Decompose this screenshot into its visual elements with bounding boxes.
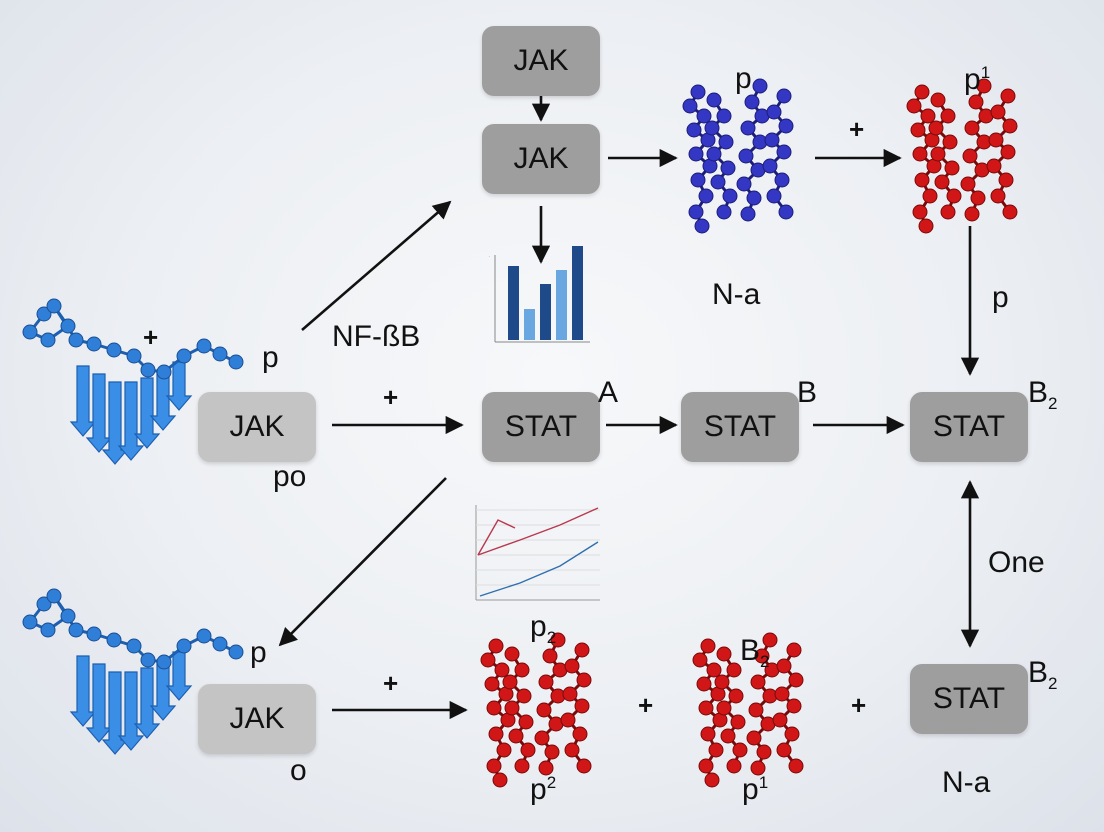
label-p-left-top: p [262, 341, 279, 374]
label-p1-red-top: p1 [964, 63, 991, 96]
jak-node-left: JAK [198, 392, 316, 462]
plus-sign: + [851, 690, 867, 720]
red-stat-dimer-bottom-left [480, 632, 592, 788]
red-stat-dimer-bottom-right [692, 632, 804, 788]
plus-sign: + [143, 322, 159, 352]
arrow-stat-down-left [278, 477, 447, 647]
jak-node-top: JAK [482, 26, 600, 96]
label-n-a-bottom: N-a [942, 766, 991, 799]
blue-protein-top [22, 298, 244, 465]
label-p2-bottom: p2 [530, 773, 557, 806]
label-nf-kb: NF-ßB [332, 320, 421, 353]
label-b2-mid: B2 [740, 634, 770, 671]
arrow-nf-kb-diagonal [301, 200, 452, 331]
plus-sign: + [383, 668, 399, 698]
label-p2-chart: p2 [530, 610, 557, 647]
jak-node-mid: JAK [482, 124, 600, 194]
blue-protein-bottom [22, 588, 244, 755]
label-b: B [797, 376, 818, 409]
label-o: o [290, 754, 307, 787]
plus-sign: + [383, 382, 399, 412]
label-b2-bottom-right: B2 [1028, 656, 1058, 693]
label-p1-bottom: p1 [742, 773, 769, 806]
label-p-blue: p [735, 62, 752, 95]
jak-node-bottom: JAK [198, 684, 316, 754]
stat-node-a: STAT [482, 392, 600, 462]
plus-sign: + [849, 114, 865, 144]
stat-node-b2-bottom: STAT [910, 664, 1028, 734]
label-p-left-bottom: p [250, 636, 267, 669]
bar-chart-icon: · [488, 246, 590, 343]
red-stat-dimer-top [906, 78, 1018, 234]
svg-text:·: · [488, 254, 490, 260]
label-a: A [598, 376, 619, 409]
label-b2-right: B2 [1028, 376, 1058, 413]
label-po: po [273, 460, 307, 493]
stat-node-b2-right: STAT [910, 392, 1028, 462]
plus-sign: + [638, 690, 654, 720]
label-p-right: p [992, 281, 1009, 314]
label-n-a-top: N-a [712, 278, 761, 311]
line-chart-icon [475, 505, 600, 601]
label-one: One [988, 546, 1045, 579]
stat-node-b: STAT [681, 392, 799, 462]
blue-stat-dimer [682, 78, 794, 234]
